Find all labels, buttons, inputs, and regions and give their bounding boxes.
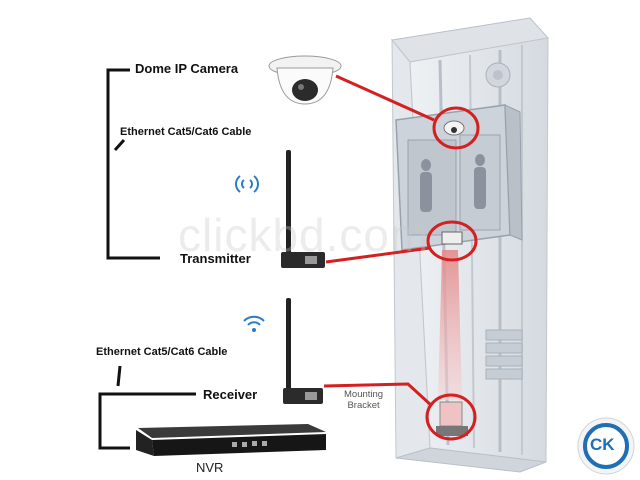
ethernet-cables [98, 68, 196, 450]
dome-camera-icon [268, 55, 342, 105]
label-mounting-bracket-line1: Mounting [344, 389, 384, 400]
label-mounting-bracket: Mounting Bracket [344, 389, 383, 411]
wifi-signal-icon [243, 315, 265, 332]
label-dome-camera: Dome IP Camera [135, 61, 239, 76]
nvr-recorder-icon [136, 424, 326, 456]
label-transmitter: Transmitter [180, 251, 251, 266]
label-mounting-bracket-line2: Bracket [347, 400, 380, 411]
label-receiver: Receiver [203, 387, 258, 402]
watermark: clickbd.com [178, 209, 430, 261]
label-ethernet-cable-top: Ethernet Cat5/Cat6 Cable [120, 126, 252, 138]
label-ethernet-cable-bottom: Ethernet Cat5/Cat6 Cable [96, 346, 228, 358]
antenna-receiver-icon [283, 298, 323, 404]
logo-icon [577, 417, 635, 475]
logo-text: CK [590, 435, 615, 454]
wifi-signal-icon [235, 175, 259, 193]
elevator-shaft-icon [391, 17, 549, 473]
highlight-callouts [323, 74, 480, 441]
antenna-transmitter-icon [281, 150, 325, 268]
label-nvr: NVR [196, 460, 224, 475]
